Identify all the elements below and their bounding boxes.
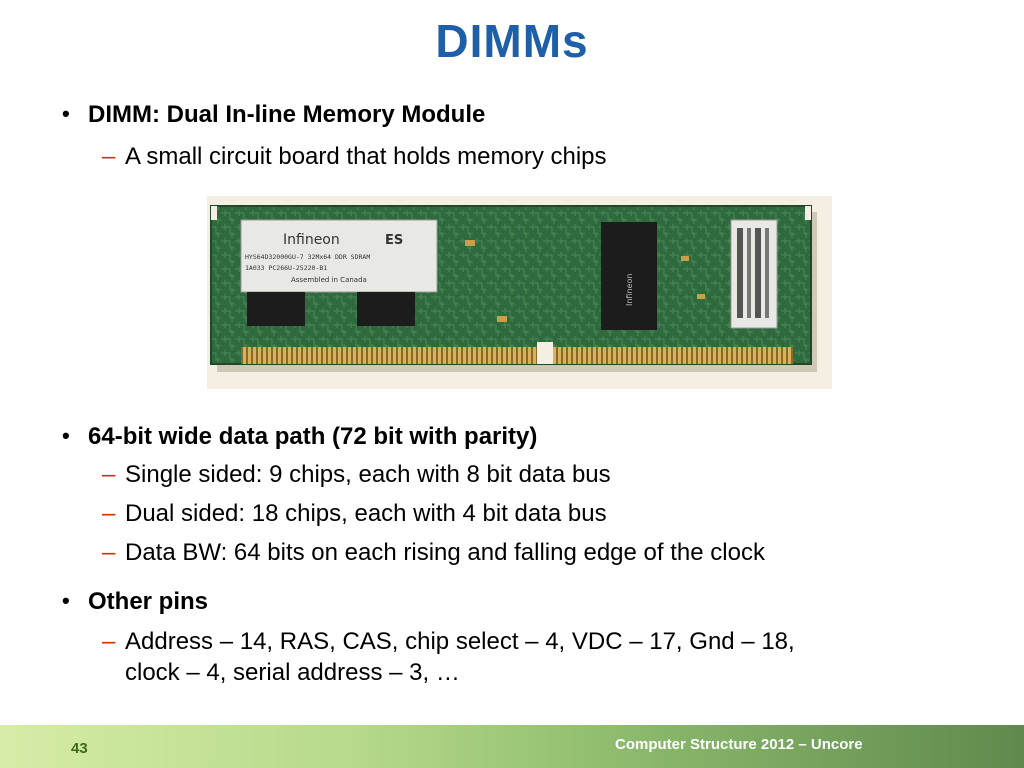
dash-marker: –: [102, 539, 116, 566]
dimm-module-illustration: Infineon ES HYS64D32000GU-7 32Mx64 DDR S…: [207, 196, 832, 389]
label-line-1: HYS64D32000GU-7 32Mx64 DDR SDRAM: [245, 253, 370, 261]
dimm-photo: Infineon ES HYS64D32000GU-7 32Mx64 DDR S…: [207, 196, 832, 389]
sub-bullet-text: Address – 14, RAS, CAS, chip select – 4,…: [125, 628, 795, 655]
label-line-2: 1A033 PC266U-25220-B1: [245, 264, 327, 272]
footer-bar: 43 Computer Structure 2012 – Uncore: [0, 725, 1024, 768]
slide-title: DIMMs: [435, 15, 589, 67]
sub-bullet-text: Dual sided: 18 chips, each with 4 bit da…: [125, 500, 607, 527]
bullet-marker: •: [62, 423, 70, 448]
label-brand: Infineon: [283, 232, 340, 248]
dash-marker: –: [102, 628, 116, 655]
bullet-marker: •: [62, 588, 70, 613]
footer-text: Computer Structure 2012 – Uncore: [615, 736, 863, 753]
bullet-text: DIMM: Dual In-line Memory Module: [88, 101, 486, 128]
sub-bullet-text: Single sided: 9 chips, each with 8 bit d…: [125, 461, 611, 488]
sub-bullet-text: clock – 4, serial address – 3, …: [125, 659, 460, 686]
chip-text: Infineon: [625, 274, 634, 306]
dash-marker: –: [102, 500, 116, 527]
bullet-text: Other pins: [88, 588, 209, 615]
sub-bullet-text: Data BW: 64 bits on each rising and fall…: [125, 539, 765, 566]
sub-bullet-text: A small circuit board that holds memory …: [125, 143, 607, 170]
dash-marker: –: [102, 143, 116, 170]
label-line-3: Assembled in Canada: [291, 276, 367, 284]
bullet-marker: •: [62, 101, 70, 126]
page-number: 43: [71, 740, 88, 757]
bullet-text: 64-bit wide data path (72 bit with parit…: [88, 423, 538, 450]
dash-marker: –: [102, 461, 116, 488]
label-es: ES: [385, 233, 403, 248]
